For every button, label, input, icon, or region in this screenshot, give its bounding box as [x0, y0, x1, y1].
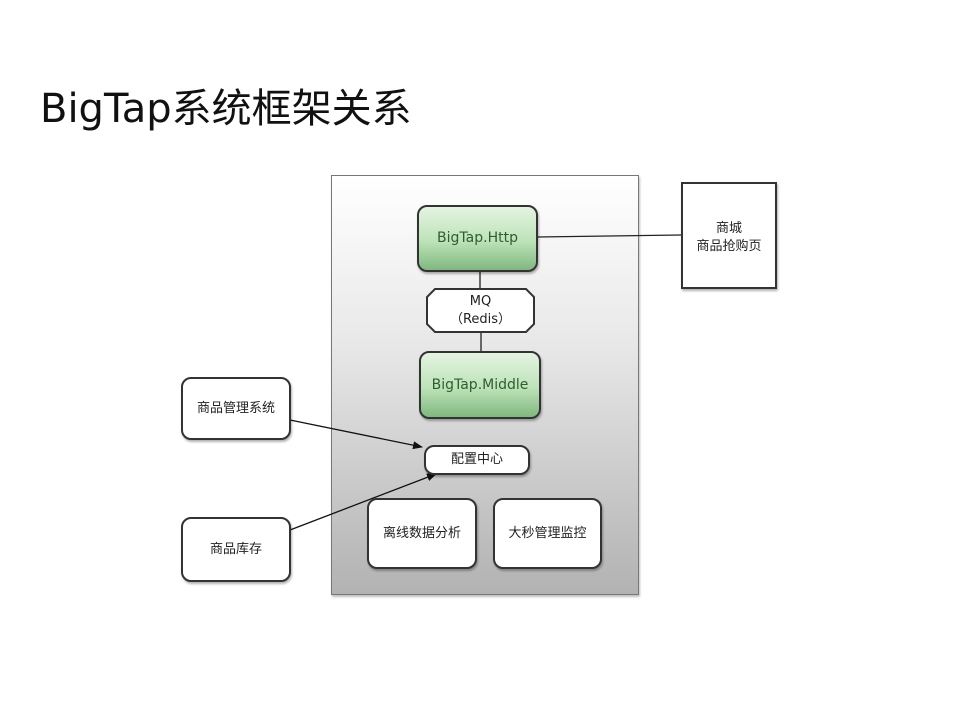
bigtap-middle-node: BigTap.Middle	[419, 351, 541, 419]
offline-analysis-label: 离线数据分析	[382, 525, 461, 541]
inventory-label: 商品库存	[209, 541, 262, 557]
monitor-node: 大秒管理监控	[493, 498, 602, 569]
redis-label: （Redis）	[449, 311, 512, 327]
bigtap-http-node: BigTap.Http	[417, 205, 538, 272]
monitor-label: 大秒管理监控	[508, 525, 587, 541]
flash-sale-page-label: 商品抢购页	[696, 238, 762, 254]
mall-flash-sale-page-node: 商城商品抢购页	[681, 182, 777, 289]
mq-node-shape	[426, 288, 535, 333]
bigtap-http-label: BigTap.Http	[437, 230, 518, 247]
config-center-label: 配置中心	[450, 452, 503, 468]
mq-redis-node: MQ （Redis）	[427, 289, 534, 332]
goods-management-label: 商品管理系统	[196, 400, 275, 416]
offline-analysis-node: 离线数据分析	[367, 498, 477, 569]
slide-title: BigTap系统框架关系	[40, 86, 412, 132]
connector-http-mall	[536, 234, 682, 238]
arrow-inventory-to-config	[289, 473, 437, 531]
config-center-node: 配置中心	[424, 445, 530, 475]
arrow-goods-mgmt-to-config	[289, 419, 423, 450]
mall-label: 商城	[715, 221, 742, 236]
bigtap-middle-label: BigTap.Middle	[431, 376, 529, 393]
mq-label: MQ	[469, 293, 492, 309]
inventory-node: 商品库存	[181, 517, 291, 582]
goods-management-system-node: 商品管理系统	[181, 377, 291, 440]
